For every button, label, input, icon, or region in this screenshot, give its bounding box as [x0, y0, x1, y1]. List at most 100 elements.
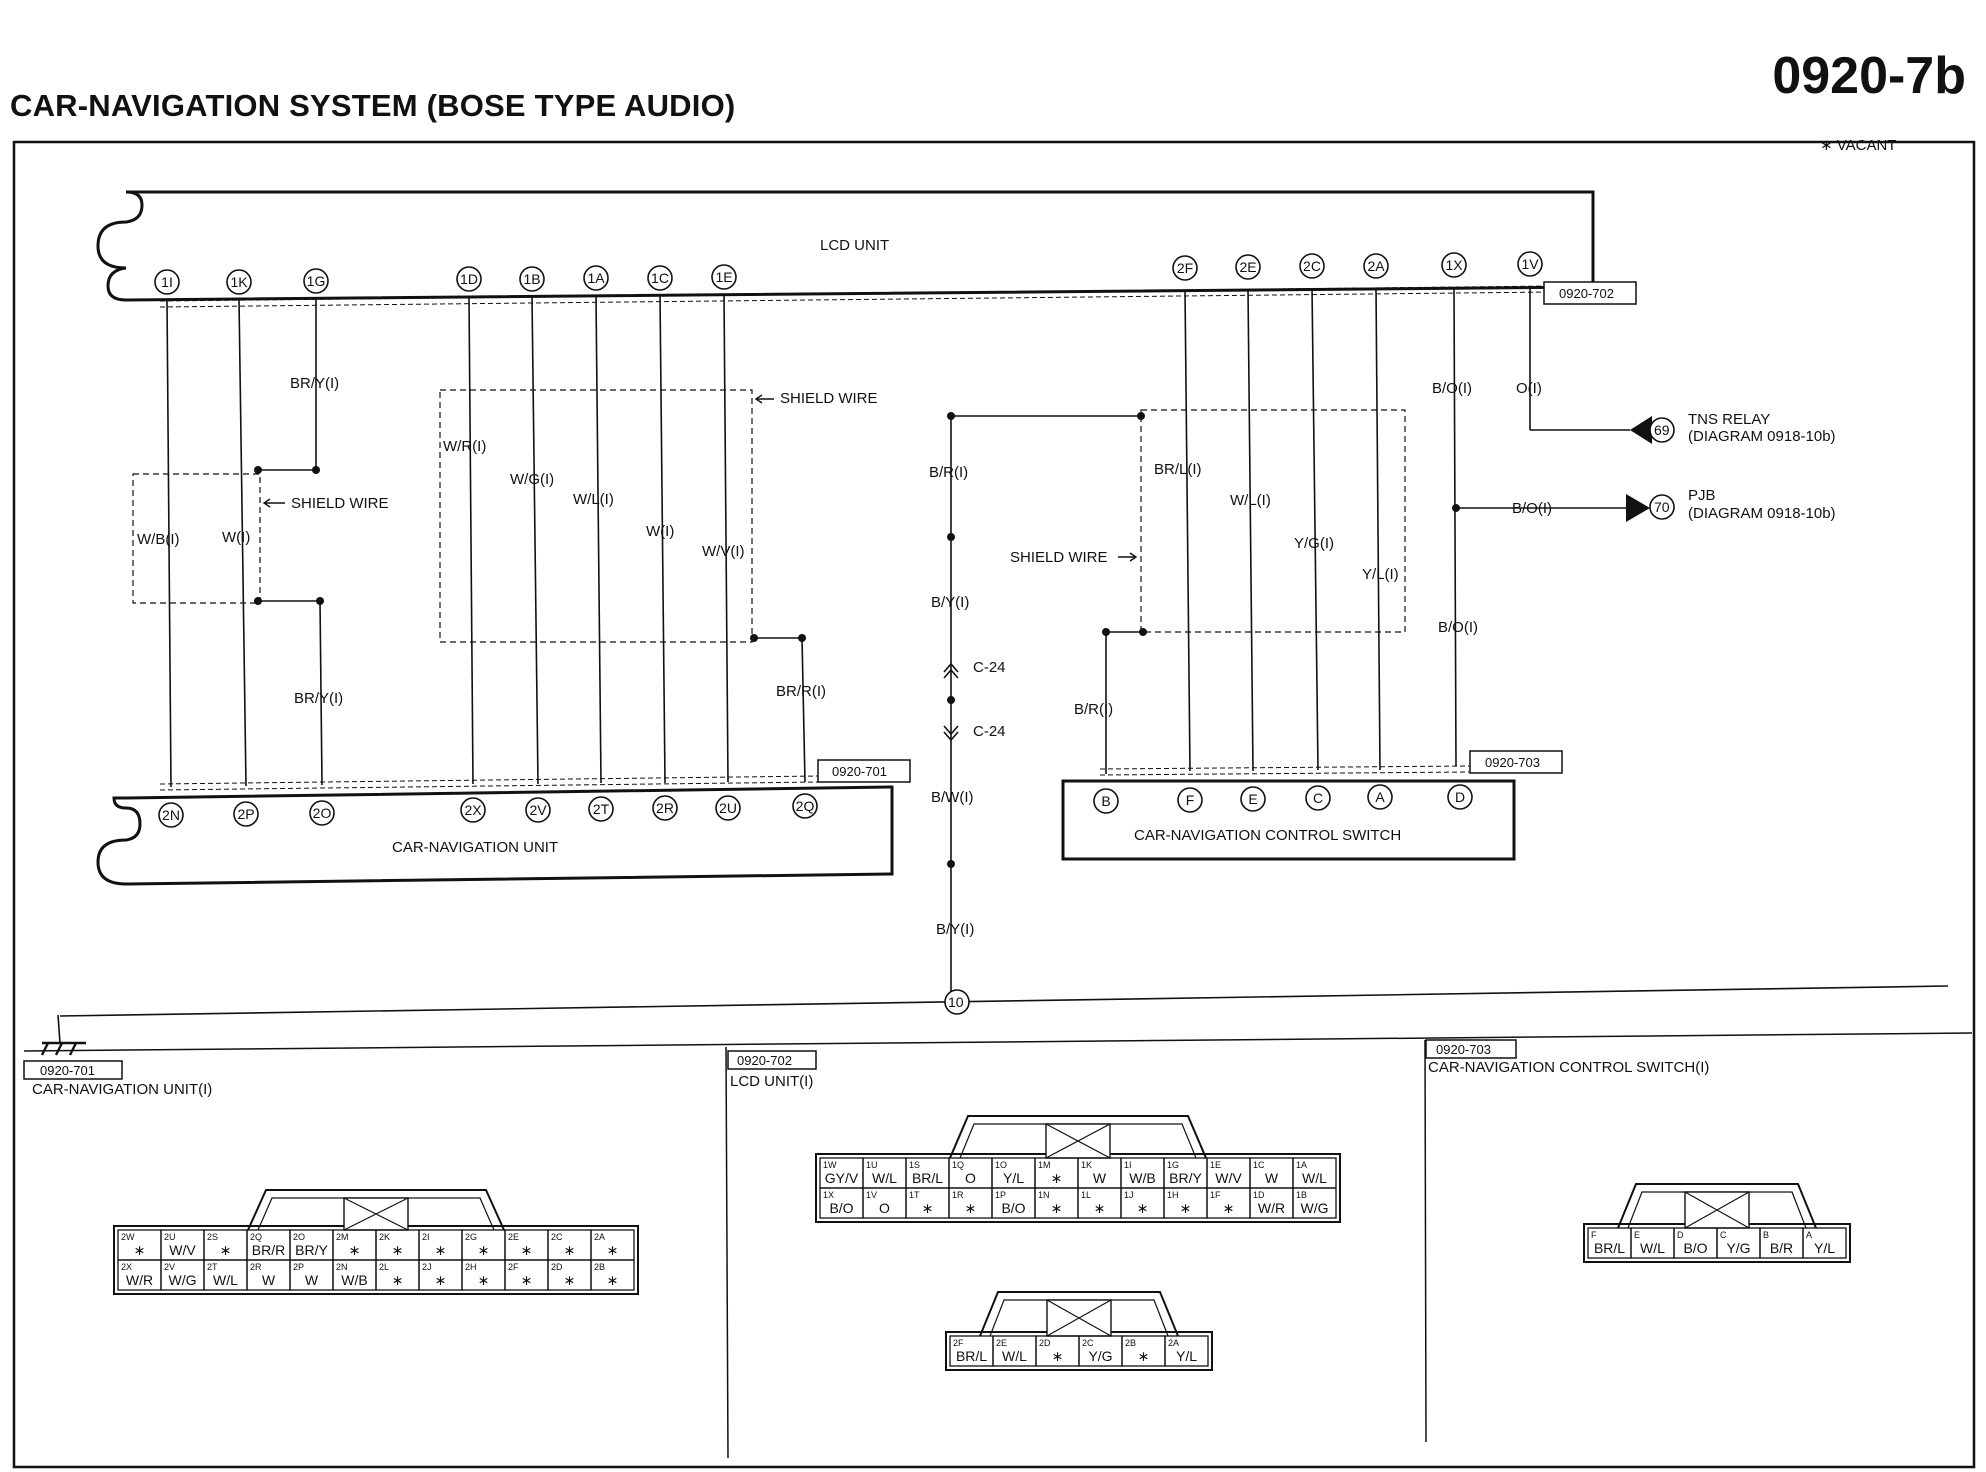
panel-701-ref: 0920-701	[40, 1063, 95, 1078]
c702b-cell-pin: 2D	[1039, 1338, 1051, 1348]
c701-cell-pin: 2L	[379, 1262, 389, 1272]
c702-cell-wire: W/L	[1302, 1170, 1327, 1186]
c702-cell-wire: GY/V	[825, 1170, 859, 1186]
c702-cell-pin: 1O	[995, 1160, 1007, 1170]
nav-pin-label: 2V	[529, 802, 547, 818]
c702b-cell-wire: BR/L	[956, 1348, 987, 1364]
lcd-pin-circle	[1441, 252, 1467, 278]
wire-label-y-l: Y/L(I)	[1362, 566, 1399, 583]
wire-label-y-g: Y/G(I)	[1294, 535, 1334, 552]
c701-cell-wire: BR/R	[252, 1242, 285, 1258]
wire-label-o: O(I)	[1516, 380, 1542, 397]
c703-cell-pin: D	[1677, 1230, 1684, 1240]
c702-cell-wire: W	[1265, 1170, 1279, 1186]
c702-cell-pin: 1K	[1081, 1160, 1092, 1170]
nav-pin-circle	[460, 797, 486, 823]
c702-cell-pin: 1P	[995, 1190, 1006, 1200]
lcd-unit-body	[96, 190, 1595, 302]
panel-701-title: CAR-NAVIGATION UNIT(I)	[32, 1081, 212, 1098]
c701-cell-pin: 2O	[293, 1232, 305, 1242]
c701-cell-wire: W/V	[169, 1242, 196, 1258]
harness-lines	[159, 285, 1554, 791]
c701-cell-wire: ∗	[564, 1272, 576, 1288]
c701-cell-pin: 2U	[164, 1232, 176, 1242]
connector-face-grids: 2W∗2UW/V2S∗2QBR/R2OBR/Y2M∗2K∗2I∗2G∗2E∗2C…	[113, 1115, 1851, 1371]
c24-symbols	[943, 662, 959, 742]
c703-housing	[1617, 1183, 1817, 1229]
c24-label-bottom: C-24	[973, 723, 1006, 740]
panel-703-ref: 0920-703	[1436, 1042, 1491, 1057]
lcd-pin-label: 1I	[161, 274, 173, 290]
nav-pin-circle	[158, 802, 184, 828]
c702-cell-wire: ∗	[1223, 1200, 1235, 1216]
c702-cell-wire: W/G	[1301, 1200, 1329, 1216]
c701-cell-wire: ∗	[392, 1272, 404, 1288]
c702b-cell-wire: Y/L	[1176, 1348, 1197, 1364]
c702-cell-wire: W	[1093, 1170, 1107, 1186]
pjb-circle	[1649, 494, 1675, 520]
c702b-cell-pin: 2B	[1125, 1338, 1136, 1348]
c701-cell-pin: 2H	[465, 1262, 477, 1272]
c701-cell-wire: ∗	[435, 1242, 447, 1258]
c702-cell-pin: 1C	[1253, 1160, 1265, 1170]
c702-cell-wire: W/R	[1258, 1200, 1285, 1216]
c701-cell-pin: 2C	[551, 1232, 563, 1242]
lcd-pin-label: 2A	[1367, 258, 1385, 274]
tns-arrow-icon	[1630, 416, 1652, 444]
shield-wire-label-mid: SHIELD WIRE	[780, 390, 878, 407]
nav-pin-label: 2N	[162, 807, 180, 823]
nav-pin-circle	[652, 795, 678, 821]
c702-cell-wire: ∗	[1094, 1200, 1106, 1216]
c702-cell-pin: 1B	[1296, 1190, 1307, 1200]
c702-cell-pin: 1M	[1038, 1160, 1051, 1170]
switch-pin-label: E	[1248, 791, 1257, 807]
lcd-pin-circle	[1299, 253, 1325, 279]
c701-cell-wire: ∗	[607, 1272, 619, 1288]
connector-ref-boxes	[817, 281, 1637, 783]
lcd-pin-circle	[1172, 255, 1198, 281]
c701-cell-wire: W/B	[341, 1272, 367, 1288]
c701-cell-wire: W	[305, 1272, 319, 1288]
switch-pin-circle	[1447, 784, 1473, 810]
c701-cell-pin: 2Q	[250, 1232, 262, 1242]
c703-cell-pin: F	[1591, 1230, 1597, 1240]
c703-cell-pin: A	[1806, 1230, 1812, 1240]
c701-cell-wire: BR/Y	[295, 1242, 328, 1258]
wire-label-b-y-low: B/Y(I)	[936, 921, 974, 938]
lcd-pin-label: 1B	[523, 271, 540, 287]
pjb-number: 70	[1654, 499, 1670, 515]
nav-pin-circle	[588, 796, 614, 822]
wire-runs	[57, 286, 1949, 1044]
bottom-panel-lines	[23, 1032, 1973, 1459]
shield-wire-label-right: SHIELD WIRE	[1010, 549, 1108, 566]
nav-pin-circle	[715, 795, 741, 821]
nav-unit-body	[96, 785, 894, 886]
wire-label-b-o-branch: B/O(I)	[1512, 500, 1552, 517]
c701-cell-wire: ∗	[134, 1242, 146, 1258]
c701-cell-wire: ∗	[349, 1242, 361, 1258]
shield-wire-boxes	[132, 389, 1406, 643]
c702-cell-wire: ∗	[1051, 1200, 1063, 1216]
lcd-pin-circle	[711, 264, 737, 290]
c702-cell-pin: 1S	[909, 1160, 920, 1170]
c701-cell	[590, 1259, 635, 1291]
c701-cell-wire: ∗	[220, 1242, 232, 1258]
wire-label-w-g: W/G(I)	[510, 471, 554, 488]
tns-circle	[1649, 417, 1675, 443]
wire-label-b-o-top: B/O(I)	[1432, 380, 1472, 397]
wire-label-w-1k: W(I)	[222, 529, 250, 546]
c702b-cell-pin: 2C	[1082, 1338, 1094, 1348]
nav-pin-circle	[233, 801, 259, 827]
lcd-pin-circle	[226, 269, 252, 295]
nav-pin-label: 2T	[593, 801, 610, 817]
c701-cell-wire: W/G	[169, 1272, 197, 1288]
panel-703-title: CAR-NAVIGATION CONTROL SWITCH(I)	[1428, 1059, 1709, 1076]
c702-cell-wire: W/V	[1215, 1170, 1242, 1186]
c702-housing	[949, 1115, 1207, 1159]
c702b-cell-pin: 2A	[1168, 1338, 1179, 1348]
c701-cell-pin: 2X	[121, 1262, 132, 1272]
c701-cell-pin: 2R	[250, 1262, 262, 1272]
lcd-pin-label: 2E	[1239, 259, 1256, 275]
lcd-pin-circle	[1517, 251, 1543, 277]
